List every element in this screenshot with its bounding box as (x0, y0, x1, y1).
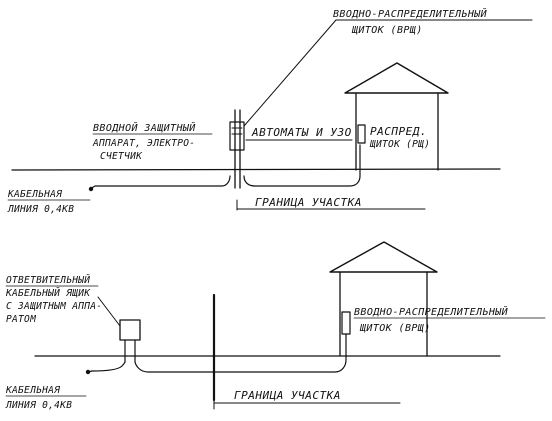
bottom-branch-box-legs (124, 339, 136, 363)
bottom-cable-left (87, 361, 126, 373)
top-house (344, 62, 449, 171)
top-protect-label-3: СЧЕТЧИК (100, 151, 143, 162)
top-protect-box (229, 121, 245, 151)
bottom-branch-label-1: ОТВЕТВИТЕЛЬНЫЙ (6, 274, 90, 286)
top-pole (229, 109, 245, 189)
top-cable-label-1: КАБЕЛЬНАЯ (7, 189, 62, 200)
top-automats-label: АВТОМАТЫ И УЗО (251, 126, 352, 139)
bottom-cable-origin-dot (85, 369, 91, 375)
top-house-roof (344, 62, 449, 94)
top-ground-line (11, 168, 501, 171)
bottom-branch-label-2: КАБЕЛЬНЫЙ ЯЩИК (5, 287, 91, 299)
top-protect-label-1: ВВОДНОЙ ЗАЩИТНЫЙ (93, 121, 196, 134)
top-raspred-panel (357, 124, 366, 144)
top-cable-origin-dot (88, 186, 94, 192)
top-vrsh-label-2: ЩИТОК (ВРЩ) (351, 25, 423, 36)
bottom-boundary-label: ГРАНИЦА УЧАСТКА (234, 389, 341, 402)
bottom-vrsh-label-2: ЩИТОК (ВРЩ) (359, 323, 431, 334)
top-boundary-label: ГРАНИЦА УЧАСТКА (255, 196, 362, 209)
top-cable-label-2: ЛИНИЯ 0,4КВ (7, 204, 74, 215)
top-raspred-label-1: РАСПРЕД. (370, 125, 427, 138)
top-raspred-label-2: ЩИТОК (РЩ) (369, 139, 430, 150)
top-vrsh-leader (243, 19, 337, 127)
bottom-branch-box-group (119, 319, 141, 363)
top-protect-label-2: АППАРАТ, ЭЛЕКТРО- (92, 138, 195, 149)
bottom-branch-label-3: С ЗАЩИТНЫМ АППА- (6, 301, 102, 312)
top-vrsh-label-1: ВВОДНО-РАСПРЕДЕЛИТЕЛЬНЫЙ (333, 7, 488, 20)
bottom-branch-leader (97, 296, 121, 327)
bottom-branch-box (119, 319, 141, 341)
top-scheme: ВВОДНО-РАСПРЕДЕЛИТЕЛЬНЫЙ ЩИТОК (ВРЩ) ВВО… (7, 7, 533, 215)
bottom-vrsh-panel (341, 311, 351, 335)
bottom-house (329, 241, 438, 357)
bottom-vrsh-label-1: ВВОДНО-РАСПРЕДЕЛИТЕЛЬНЫЙ (354, 305, 509, 318)
bottom-cable-label-1: КАБЕЛЬНАЯ (5, 385, 60, 396)
top-protect-box-detail (231, 127, 243, 135)
top-cable-left (89, 175, 231, 190)
bottom-house-roof (329, 241, 438, 273)
bottom-cable-label-2: ЛИНИЯ 0,4КВ (5, 400, 72, 411)
bottom-scheme: ОТВЕТВИТЕЛЬНЫЙ КАБЕЛЬНЫЙ ЯЩИК С ЗАЩИТНЫМ… (5, 241, 546, 411)
bottom-branch-label-4: РАТОМ (6, 314, 36, 325)
top-cable-right (243, 144, 361, 187)
bottom-cable-right (134, 333, 347, 373)
